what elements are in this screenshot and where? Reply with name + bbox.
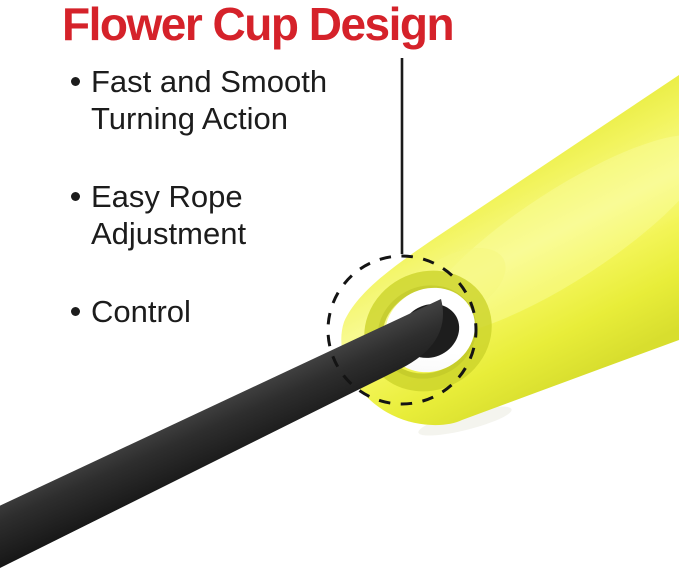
rope: [0, 299, 443, 569]
feature-list: Fast and Smooth Turning Action Easy Rope…: [71, 63, 371, 371]
feature-label: Fast and Smooth Turning Action: [91, 64, 328, 136]
bullet-dot-icon: [71, 192, 80, 201]
handle-shadow: [418, 406, 512, 436]
feature-item-adjustment: Easy Rope Adjustment: [71, 178, 371, 252]
bullet-dot-icon: [71, 307, 80, 316]
bullet-dot-icon: [71, 77, 80, 86]
feature-label: Control: [91, 294, 191, 329]
feature-item-turning: Fast and Smooth Turning Action: [71, 63, 371, 137]
callout-circle: [326, 254, 478, 406]
feature-item-control: Control: [71, 293, 371, 330]
feature-label: Easy Rope Adjustment: [91, 179, 247, 251]
headline: Flower Cup Design: [62, 0, 455, 50]
